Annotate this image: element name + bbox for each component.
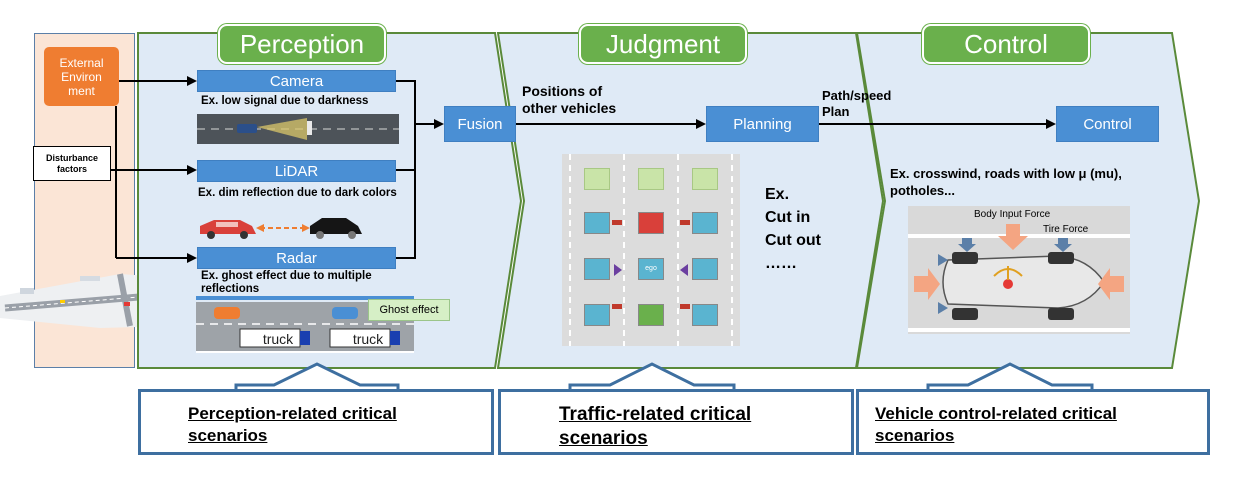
example-ellipsis: …… (765, 255, 797, 272)
control-note: Ex. crosswind, roads with low μ (mu), po… (890, 166, 1122, 198)
example-cut-in: Cut in (765, 209, 811, 226)
camera-box: Camera (197, 70, 396, 92)
control-title: Control (922, 24, 1090, 64)
example-ex: Ex. (765, 186, 790, 203)
body-input-force-label: Body Input Force (974, 209, 1051, 220)
ego-cell: ego (638, 258, 664, 280)
radar-box: Radar (197, 247, 396, 269)
planning-box: Planning (706, 106, 819, 142)
vehicle-control-scenarios-box: Vehicle control-related critical scenari… (856, 389, 1210, 455)
traffic-grid-image: ego (562, 154, 740, 346)
lidar-box: LiDAR (197, 160, 396, 182)
ego-label: ego (645, 265, 657, 272)
truck-label-2: truck (352, 331, 384, 347)
disturbance-factors-box: Disturbance factors (33, 146, 111, 181)
ghost-effect-label: Ghost effect (368, 299, 450, 321)
disturbance-factors-label: Disturbance factors (45, 152, 98, 174)
dark-road-image (197, 114, 399, 144)
radar-note: Ex. ghost effect due to multiple reflect… (201, 270, 372, 295)
vehicle-control-scenarios-text: Vehicle control-related critical scenari… (875, 404, 1117, 445)
perception-title: Perception (218, 24, 386, 64)
lidar-cars-image (200, 218, 362, 239)
vehicle-force-diagram: Body Input Force Tire Force (908, 206, 1130, 334)
traffic-scenarios-text: Traffic-related critical scenarios (559, 404, 752, 449)
perception-scenarios-text: Perception-related critical scenarios (188, 404, 397, 445)
control-box: Control (1056, 106, 1159, 142)
judgment-examples: Ex. Cut in Cut out …… (765, 183, 821, 275)
tire-force-label: Tire Force (1043, 224, 1089, 235)
camera-note: Ex. low signal due to darkness (201, 95, 369, 107)
fusion-box: Fusion (444, 106, 516, 142)
judgment-title: Judgment (579, 24, 747, 64)
external-environment-label: External Environ ment (59, 55, 104, 98)
traffic-scenarios-box: Traffic-related critical scenarios (498, 389, 854, 455)
path-speed-plan-label: Path/speed Plan (822, 88, 892, 119)
positions-label: Positions of other vehicles (522, 83, 617, 116)
lidar-note: Ex. dim reflection due to dark colors (198, 187, 397, 199)
perception-scenarios-box: Perception-related critical scenarios (138, 389, 494, 455)
external-environment-box: External Environ ment (44, 47, 119, 106)
truck-label-1: truck (262, 331, 294, 347)
example-cut-out: Cut out (765, 232, 821, 249)
